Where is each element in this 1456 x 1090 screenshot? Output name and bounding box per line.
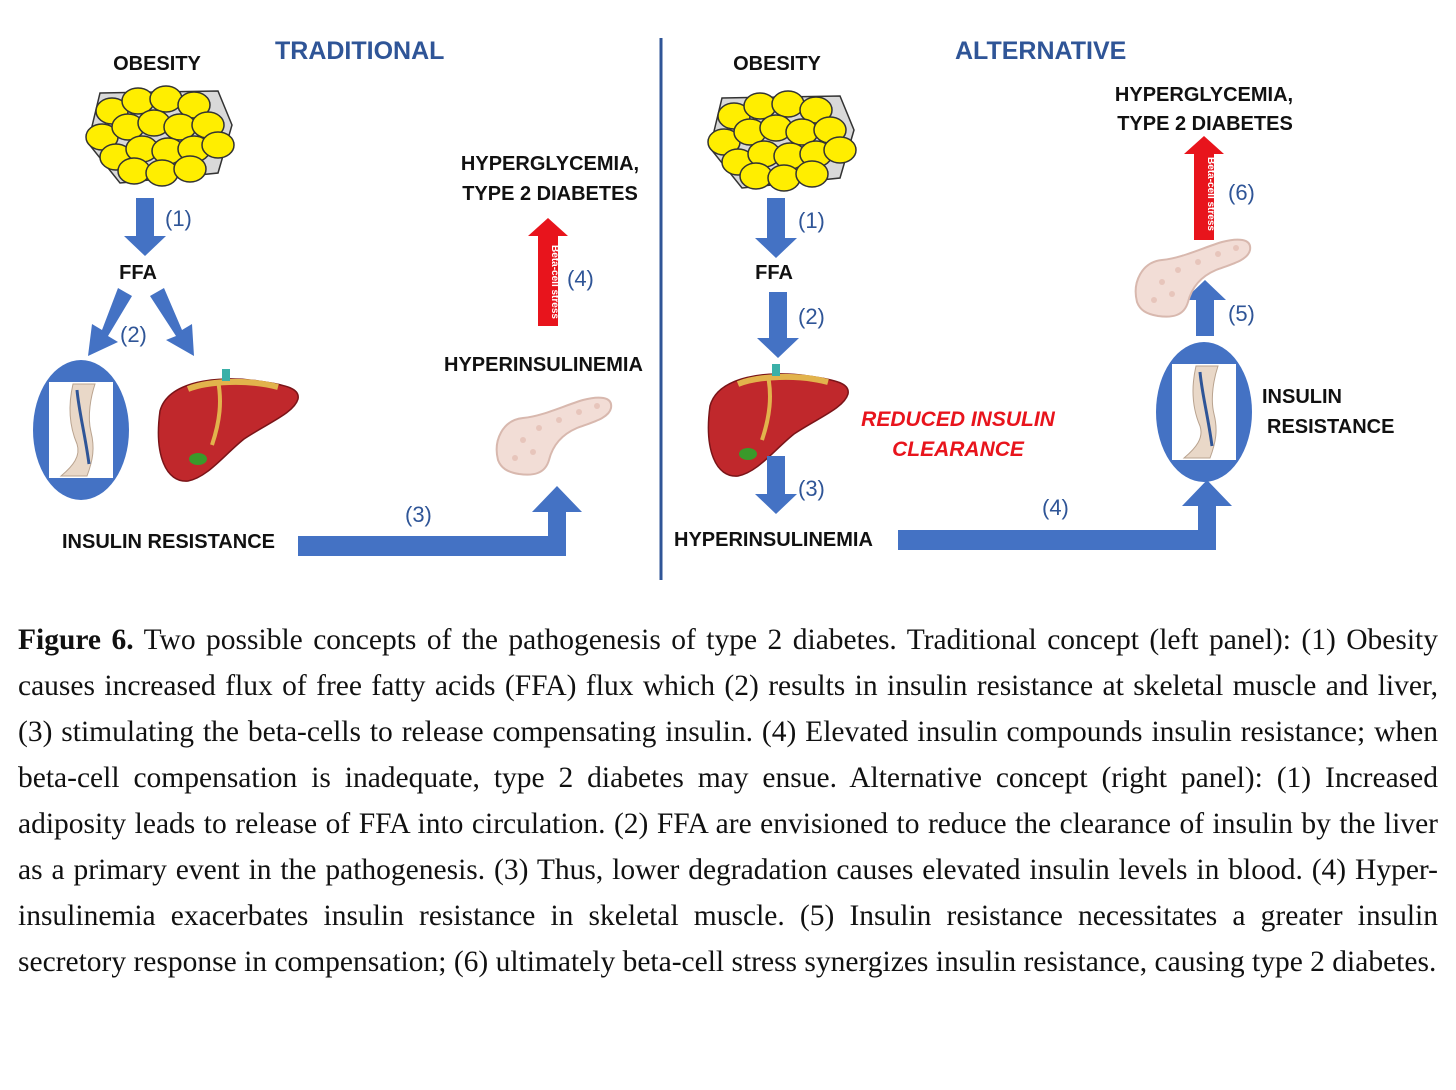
trad-hyperglycemia-line1: HYPERGLYCEMIA,: [461, 153, 639, 175]
alt-muscle-icon: [1154, 340, 1254, 484]
trad-hyperglycemia-line2: TYPE 2 DIABETES: [462, 183, 638, 205]
traditional-panel: TRADITIONAL OBESITY (1) FFA (2) INSULIN …: [31, 37, 643, 556]
trad-liver-icon: [158, 369, 298, 481]
alt-insulin-resistance-line1: INSULIN: [1262, 386, 1342, 408]
alt-step-5: (5): [1228, 301, 1255, 326]
alt-insulin-resistance-line2: RESISTANCE: [1267, 416, 1394, 438]
trad-arrow-2-right: [150, 288, 194, 356]
alt-arrow-6-red: [1184, 136, 1224, 240]
caption-label: Figure 6.: [18, 624, 134, 656]
alt-step-3: (3): [798, 476, 825, 501]
trad-step-4: (4): [567, 266, 594, 291]
trad-arrow-2-left: [88, 288, 132, 356]
trad-step-2: (2): [120, 322, 147, 347]
alt-arrow-5: [1184, 280, 1226, 336]
alt-obesity-label: OBESITY: [733, 53, 821, 75]
trad-muscle-icon: [31, 358, 131, 502]
alt-ffa-label: FFA: [755, 262, 793, 284]
alt-arrow-2: [757, 292, 799, 358]
alt-hyperinsulinemia-label: HYPERINSULINEMIA: [674, 529, 873, 551]
alt-arrow-1: [755, 198, 797, 258]
trad-obesity-label: OBESITY: [113, 53, 201, 75]
alt-beta-cell-stress: Beta-cell stress: [1205, 157, 1216, 231]
alt-arrow-4: [898, 480, 1232, 550]
trad-step-1: (1): [165, 206, 192, 231]
alt-step-6: (6): [1228, 180, 1255, 205]
alt-step-4: (4): [1042, 495, 1069, 520]
pathogenesis-diagram: TRADITIONAL OBESITY (1) FFA (2) INSULIN …: [31, 37, 1394, 580]
alt-fat-cells-icon: [707, 90, 857, 192]
alt-hyperglycemia-line1: HYPERGLYCEMIA,: [1115, 84, 1293, 106]
alternative-heading: ALTERNATIVE: [955, 37, 1126, 65]
alt-reduced-line2: CLEARANCE: [892, 438, 1025, 461]
alt-hyperglycemia-line2: TYPE 2 DIABETES: [1117, 113, 1293, 135]
trad-fat-cells-icon: [85, 85, 235, 187]
trad-beta-cell-stress: Beta-cell stress: [549, 245, 560, 319]
caption-text: Two possible concepts of the pathogenesi…: [18, 624, 1439, 978]
trad-insulin-resistance-label: INSULIN RESISTANCE: [62, 531, 275, 553]
figure-caption: Figure 6. Two possible concepts of the p…: [18, 617, 1438, 985]
trad-arrow-4-red: [528, 218, 568, 326]
alt-reduced-line1: REDUCED INSULIN: [861, 408, 1056, 431]
trad-hyperinsulinemia-label: HYPERINSULINEMIA: [444, 354, 643, 376]
alt-arrow-3: [755, 456, 797, 514]
trad-pancreas-icon: [495, 396, 613, 476]
alternative-panel: ALTERNATIVE OBESITY (1) FFA (2) REDUCED …: [674, 37, 1394, 551]
alt-step-2: (2): [798, 304, 825, 329]
alt-step-1: (1): [798, 208, 825, 233]
trad-arrow-3: [298, 486, 582, 556]
trad-ffa-label: FFA: [119, 262, 157, 284]
trad-arrow-1: [124, 198, 166, 256]
trad-step-3: (3): [405, 502, 432, 527]
traditional-heading: TRADITIONAL: [275, 37, 444, 65]
